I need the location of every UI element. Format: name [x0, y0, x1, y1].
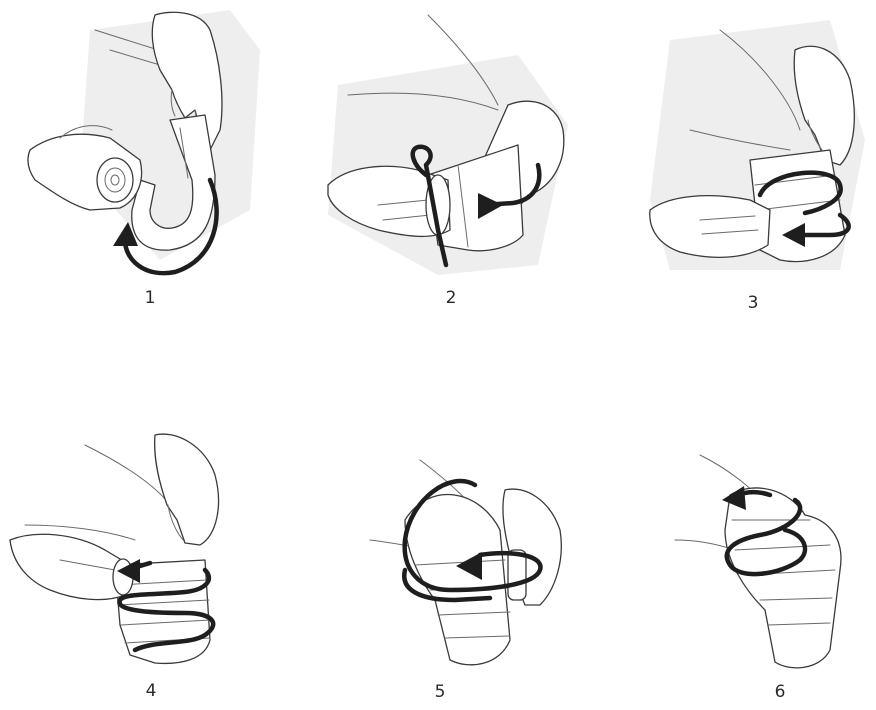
step-4-panel: 4 — [5, 425, 255, 705]
bandage-spiral-turn-icon — [5, 425, 255, 675]
bandage-figure-eight-knee-icon — [360, 440, 600, 680]
bandage-anchor-turn-icon — [318, 15, 578, 290]
step-number: 1 — [130, 290, 170, 307]
step-3-panel: 3 — [630, 20, 870, 320]
bandage-finished-knee-icon — [660, 440, 860, 680]
bandage-circular-turn-icon — [630, 20, 870, 290]
step-2-panel: 2 — [318, 15, 578, 315]
step-1-panel: 1 — [20, 10, 270, 310]
step-number: 2 — [431, 290, 471, 307]
bandage-roll-anchor-wrap-icon — [20, 10, 270, 290]
step-number: 4 — [131, 683, 171, 700]
step-number: 6 — [760, 684, 800, 701]
step-6-panel: 6 — [660, 440, 860, 710]
step-number: 5 — [420, 684, 460, 701]
step-5-panel: 5 — [360, 440, 600, 710]
step-number: 3 — [733, 295, 773, 312]
